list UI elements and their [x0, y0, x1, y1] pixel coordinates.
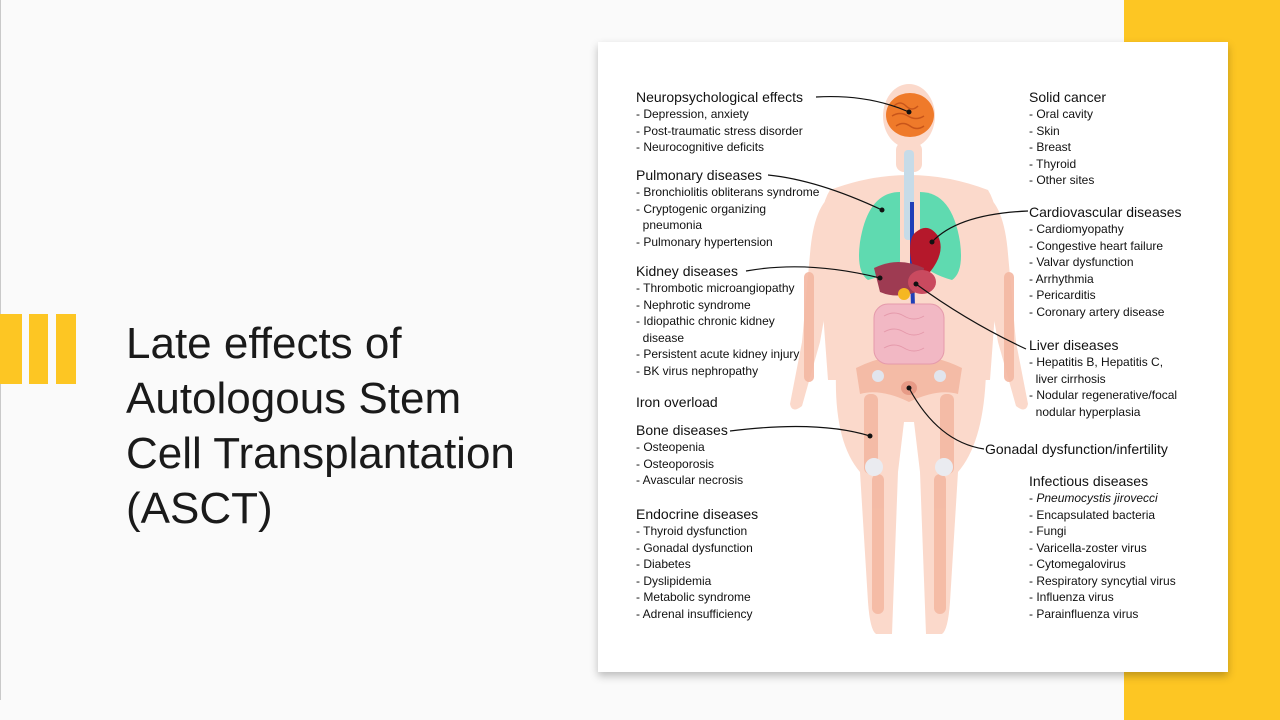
pancreas-icon — [898, 288, 910, 300]
list-item: - Thrombotic microangiopathy — [636, 281, 795, 295]
italic-item: Pneumocystis jirovecci — [1036, 491, 1158, 505]
list-item: - Pulmonary hypertension — [636, 234, 773, 249]
list-item: - Coronary artery disease — [1029, 304, 1165, 319]
diagram-card: Neuropsychological effects - Depression,… — [598, 42, 1228, 672]
list-item: liver cirrhosis — [1029, 371, 1106, 386]
title-line: Cell Transplantation — [126, 429, 515, 478]
list-item: - Osteoporosis — [636, 456, 715, 471]
list-item: - Cryptogenic organizing — [636, 201, 767, 216]
list-item: - Avascular necrosis — [636, 473, 744, 487]
list-item: disease — [636, 330, 685, 345]
list-item: - Dyslipidemia — [636, 573, 712, 588]
title-line: Autologous Stem — [126, 374, 462, 423]
group-heading: Endocrine diseases — [636, 506, 759, 522]
accent-bars — [0, 314, 80, 384]
list-item: - Idiopathic chronic kidney — [636, 314, 775, 328]
list-item: - Gonadal dysfunction — [636, 540, 753, 555]
group-heading: Solid cancer — [1029, 89, 1107, 105]
list-item: - Respiratory syncytial virus — [1029, 573, 1176, 588]
connector-dots — [867, 109, 935, 439]
brain-icon — [886, 93, 934, 137]
list-item: - Depression, anxiety — [636, 107, 749, 121]
group-heading: Neuropsychological effects — [636, 89, 804, 105]
group-iron-overload: Iron overload — [636, 394, 718, 411]
list-item: - Skin — [1029, 123, 1060, 138]
list-item: - Nephrotic syndrome — [636, 297, 751, 312]
connector-lines — [729, 96, 1029, 450]
group-pulmonary: Pulmonary diseases - Bronchiolitis oblit… — [636, 167, 819, 250]
group-heading: Kidney diseases — [636, 263, 738, 279]
group-endocrine: Endocrine diseases - Thyroid dysfunction… — [636, 506, 758, 622]
group-heading: Liver diseases — [1029, 337, 1119, 353]
list-item: - Neurocognitive deficits — [636, 140, 765, 154]
list-item: pneumonia — [636, 218, 703, 232]
list-item: - Encapsulated bacteria — [1029, 507, 1156, 522]
group-heading: Gonadal dysfunction/infertility — [985, 441, 1168, 457]
group-neuropsychological: Neuropsychological effects - Depression,… — [636, 89, 803, 156]
list-item: - Diabetes — [636, 557, 691, 571]
list-item: - Oral cavity — [1029, 107, 1094, 121]
list-item: - Adrenal insufficiency — [636, 606, 753, 621]
list-item: - Cardiomyopathy — [1029, 222, 1124, 236]
group-heading: Pulmonary diseases — [636, 167, 763, 183]
group-heading: Iron overload — [636, 394, 718, 410]
list-item: - Parainfluenza virus — [1029, 606, 1139, 621]
list-item: - Thyroid dysfunction — [636, 524, 748, 538]
group-gonadal: Gonadal dysfunction/infertility — [985, 441, 1168, 458]
list-item: - Other sites — [1029, 173, 1095, 187]
list-item: - Persistent acute kidney injury — [636, 347, 800, 361]
group-cardiovascular: Cardiovascular diseases - Cardiomyopathy… — [1029, 204, 1182, 320]
slide-title: Late effects of Autologous Stem Cell Tra… — [126, 316, 566, 536]
list-item: - Breast — [1029, 140, 1072, 154]
group-infectious: Infectious diseases - Pneumocystis jirov… — [1029, 473, 1176, 622]
group-bone: Bone diseases - Osteopenia - Osteoporosi… — [636, 422, 743, 489]
group-solid-cancer: Solid cancer - Oral cavity - Skin - Brea… — [1029, 89, 1106, 189]
list-item: nodular hyperplasia — [1029, 404, 1141, 419]
list-item: - Nodular regenerative/focal — [1029, 388, 1178, 402]
group-heading: Bone diseases — [636, 422, 728, 438]
list-item: - Pneumocystis jirovecci — [1029, 491, 1158, 505]
list-item: - Influenza virus — [1029, 590, 1114, 604]
list-item: - Varicella-zoster virus — [1029, 540, 1147, 555]
list-item: - Metabolic syndrome — [636, 590, 751, 604]
list-item: - Fungi — [1029, 524, 1067, 538]
title-line: (ASCT) — [126, 484, 273, 533]
list-item: - Osteopenia — [636, 440, 705, 454]
list-item: - Post-traumatic stress disorder — [636, 123, 803, 138]
group-heading: Cardiovascular diseases — [1029, 204, 1182, 220]
stomach-icon — [908, 270, 936, 294]
list-item: - Bronchiolitis obliterans syndrome — [636, 185, 820, 199]
list-item: - Pericarditis — [1029, 288, 1096, 302]
list-item: - Thyroid — [1029, 156, 1077, 171]
group-kidney: Kidney diseases - Thrombotic microangiop… — [636, 263, 799, 379]
list-item: - Arrhythmia — [1029, 271, 1094, 286]
list-item: - Cytomegalovirus — [1029, 557, 1126, 571]
body-diagram — [729, 84, 1029, 634]
group-liver: Liver diseases - Hepatitis B, Hepatitis … — [1029, 337, 1177, 420]
title-line: Late effects of — [126, 319, 402, 368]
list-item: - Hepatitis B, Hepatitis C, — [1029, 355, 1164, 369]
list-item: - Valvar dysfunction — [1029, 255, 1134, 269]
list-item: - BK virus nephropathy — [636, 363, 759, 378]
list-item: - Congestive heart failure — [1029, 238, 1164, 253]
group-heading: Infectious diseases — [1029, 473, 1149, 489]
intestine-icon — [873, 303, 945, 365]
